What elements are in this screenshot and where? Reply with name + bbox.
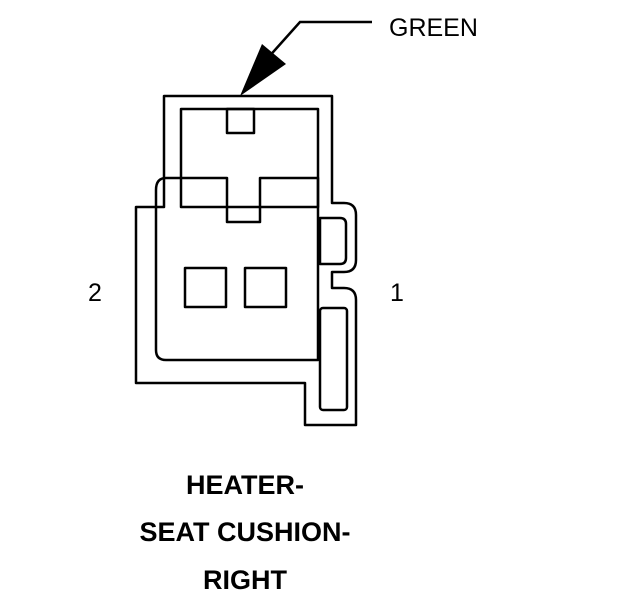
wire-color-label: GREEN (389, 14, 478, 42)
terminal-cavity-pin-1 (243, 266, 288, 309)
pin-number-label-1: 1 (390, 279, 404, 307)
connector-body (134, 94, 358, 427)
wire-color-callout: GREEN (240, 14, 478, 96)
right-upper-lock (318, 216, 348, 266)
latch-tab (225, 107, 256, 135)
title-line-1: HEATER- (186, 470, 304, 500)
leader-arrowhead (240, 44, 286, 96)
title-line-3: RIGHT (203, 565, 288, 595)
connector-inner-cavity (154, 176, 320, 362)
connector-top-frame (179, 107, 320, 209)
leader-line (265, 20, 372, 61)
title-line-2: SEAT CUSHION- (139, 517, 350, 547)
right-lower-rail (318, 306, 349, 412)
terminals (183, 266, 288, 309)
pin-number-label-2: 2 (88, 279, 102, 307)
terminal-cavity-pin-2 (183, 266, 228, 309)
connector-outer-outline (134, 94, 358, 427)
connector-title: HEATER- SEAT CUSHION- RIGHT (139, 470, 350, 595)
